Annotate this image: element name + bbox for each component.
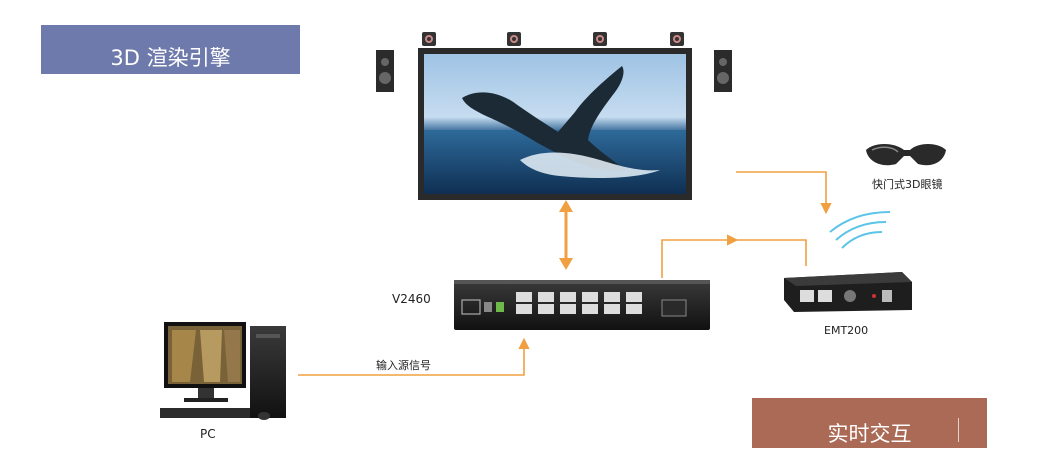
realtime-interaction-label: 实时交互 [827,422,912,446]
emitter-feed-line [736,239,807,266]
ceiling-speakers [422,32,684,46]
display-screen [418,48,692,200]
emt200-label: EMT200 [824,324,869,337]
glasses-label: 快门式3D眼镜 [872,178,943,191]
banner-divider [958,418,959,442]
speaker-icon [593,32,607,46]
shutter-glasses-icon [866,144,946,166]
speaker-icon [507,32,521,46]
realtime-interaction-banner: 实时交互 [752,398,987,448]
processor-to-emitter-line [661,234,739,278]
emt200-emitter [784,272,912,312]
pc-label: PC [200,427,216,441]
pc-to-processor-line [298,337,530,376]
speaker-icon [422,32,436,46]
left-speaker-icon [376,50,394,92]
input-source-label: 输入源信号 [376,359,431,372]
screen-processor-link [559,200,573,270]
right-speaker-icon [714,50,732,92]
speaker-icon [670,32,684,46]
wireless-signal-icon [829,211,891,249]
render-engine-banner: 3D 渲染引擎 [41,25,300,74]
pc-computer [160,322,286,420]
render-engine-label: 3D 渲染引擎 [110,46,231,70]
screen-to-emitter-line [736,171,832,215]
v2460-processor [454,280,710,330]
v2460-label: V2460 [392,292,431,306]
whale-image [462,66,626,171]
